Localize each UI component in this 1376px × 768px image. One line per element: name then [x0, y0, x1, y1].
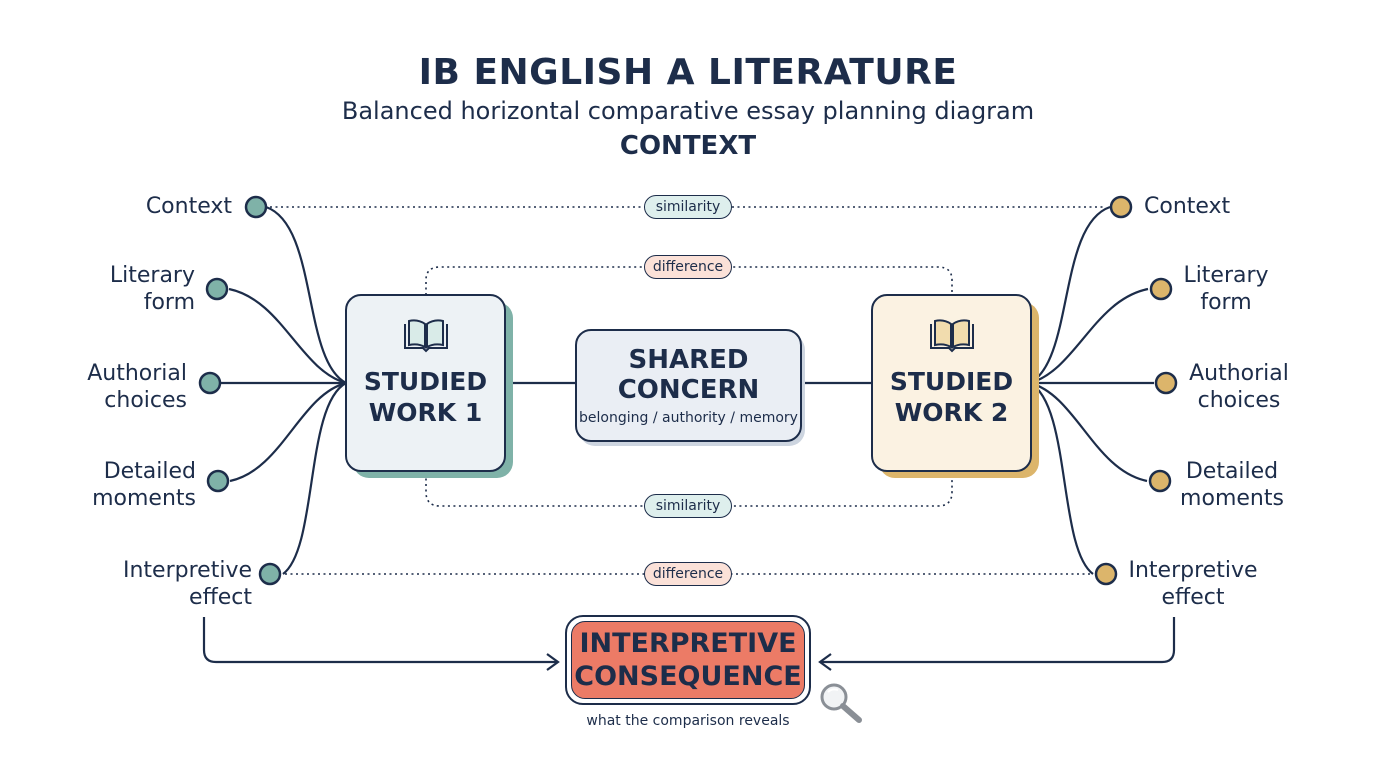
dotted-link-top-inner — [425, 266, 953, 295]
left-nodes — [198, 195, 282, 586]
right-label-context: Context — [1144, 194, 1231, 219]
shared-concern-subtitle: belonging / authority / memory — [579, 410, 798, 426]
dotted-link-bottom-inner — [425, 473, 953, 507]
left-fan-lines — [221, 205, 347, 575]
right-nodes — [1094, 195, 1178, 586]
page-title: IB ENGLISH A LITERATURE — [418, 52, 958, 93]
left-label-context: Context — [145, 194, 232, 219]
open-book-icon — [929, 319, 974, 353]
context-heading: CONTEXT — [619, 131, 757, 161]
difference-pill-bottom: difference — [644, 562, 732, 586]
similarity-pill-top: similarity — [644, 195, 732, 219]
consequence-arrows — [202, 617, 1176, 671]
consequence-caption: what the comparison reveals — [586, 713, 790, 729]
right-fan-lines — [1029, 205, 1154, 575]
magnifier-icon — [820, 683, 862, 723]
similarity-pill-bottom: similarity — [644, 494, 732, 518]
open-book-icon — [403, 319, 448, 353]
page-subtitle: Balanced horizontal comparative essay pl… — [341, 97, 1035, 125]
consequence-inner-fill — [571, 621, 805, 699]
difference-pill-top: difference — [644, 255, 732, 279]
